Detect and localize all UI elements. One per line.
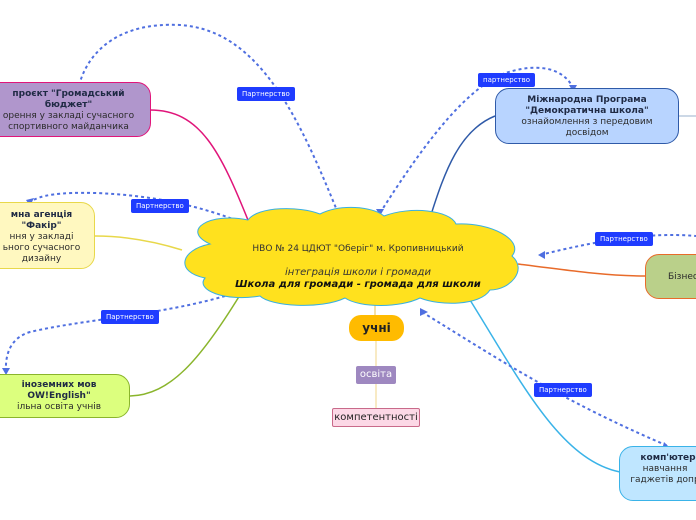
center-subtitle: інтеграція школи і громади: [285, 267, 431, 278]
central-cloud[interactable]: [184, 206, 519, 306]
node-public-budget-title: проєкт "Громадський бюджет": [12, 89, 125, 110]
node-public-budget-desc: орення у закладі сучасного спортивного м…: [2, 111, 135, 132]
node-competences-label: компетентності: [334, 412, 418, 423]
center-title: НВО № 24 ЦДЮТ "Оберіг" м. Кропивницький: [252, 244, 464, 254]
node-computer-desc: навчання гаджетів допр: [630, 464, 696, 485]
relation-english: [4, 295, 226, 373]
node-democratic-school-desc: ознайомлення з передовим досвідом: [521, 117, 653, 138]
node-english-school[interactable]: іноземних мов OW!English" ільна освіта у…: [0, 374, 130, 418]
branch-line-english: [129, 294, 241, 397]
branch-line-agency: [94, 235, 183, 251]
node-business-title: Бізнес: [668, 272, 696, 282]
relation-computer: [421, 311, 669, 447]
node-business[interactable]: Бізнес: [645, 254, 696, 299]
node-english-school-desc: ільна освіта учнів: [16, 402, 102, 412]
partnership-badge-democratic[interactable]: партнерство: [478, 73, 536, 87]
branch-line-budget: [149, 109, 251, 226]
relation-budget: [79, 23, 339, 214]
node-competences[interactable]: компетентності: [332, 408, 420, 427]
node-agency[interactable]: мна агенція "Факір" ння у закладі ьного …: [0, 202, 95, 269]
partnership-badge-computer[interactable]: Партнерство: [534, 383, 592, 397]
node-computer-title: комп'ютер: [640, 453, 696, 463]
center-motto: Школа для громади - громада для школи: [235, 279, 481, 290]
node-democratic-school-title: Міжнародна Програма "Демократична школа": [525, 95, 649, 116]
partnership-badge-business[interactable]: Партнерство: [595, 232, 653, 246]
arrowhead-center-top: [376, 209, 384, 216]
arrowhead-english: [2, 368, 10, 375]
node-pupils-label: учні: [362, 321, 391, 335]
partnership-badge-agency[interactable]: Партнерство: [131, 199, 189, 213]
node-agency-title: мна агенція "Факір": [10, 210, 73, 231]
node-pupils[interactable]: учні: [349, 315, 404, 341]
node-agency-desc: ння у закладі ьного сучасного дизайну: [2, 232, 81, 264]
node-democratic-school[interactable]: Міжнародна Програма "Демократична школа"…: [495, 88, 679, 144]
partnership-badge-english[interactable]: Партнерство: [101, 310, 159, 324]
branch-line-computer: [469, 299, 621, 473]
node-education-label: освіта: [359, 369, 393, 380]
relation-agency: [29, 191, 249, 226]
node-public-budget[interactable]: проєкт "Громадський бюджет" орення у зак…: [0, 82, 151, 137]
branch-line-business: [517, 263, 646, 277]
arrowhead-center-right: [538, 251, 545, 259]
node-computer[interactable]: комп'ютер навчання гаджетів допр: [619, 446, 696, 501]
partnership-badge-budget[interactable]: Партнерство: [237, 87, 295, 101]
branch-line-democratic: [429, 115, 496, 219]
node-english-school-title: іноземних мов OW!English": [21, 380, 97, 401]
node-education[interactable]: освіта: [356, 366, 396, 384]
arrowhead-center-bottom: [420, 308, 428, 316]
